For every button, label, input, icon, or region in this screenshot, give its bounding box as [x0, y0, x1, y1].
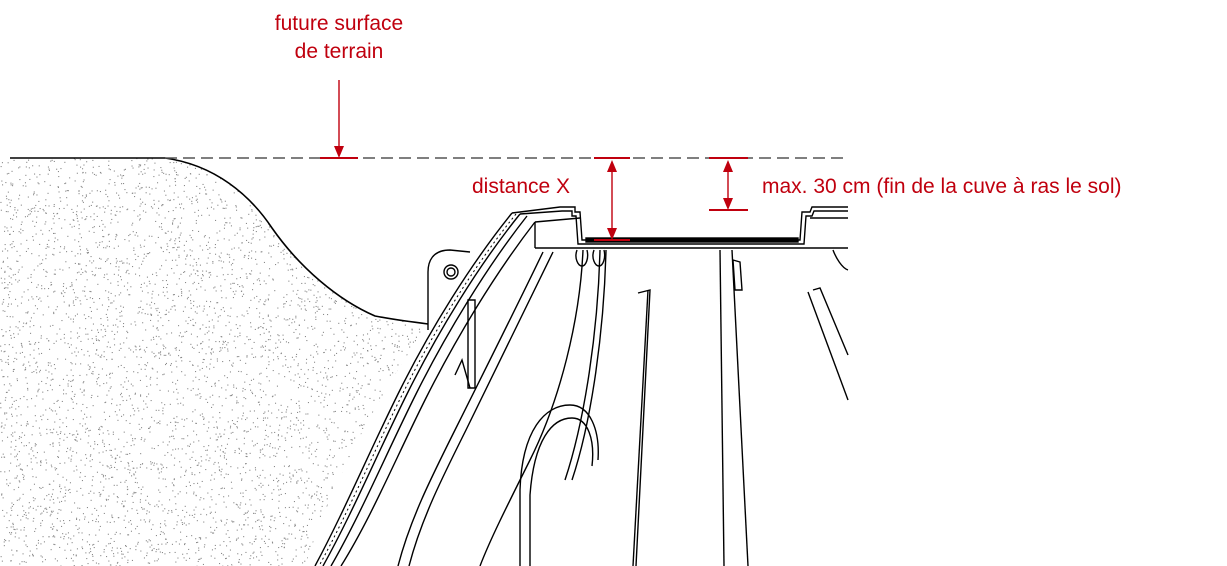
annotations — [320, 80, 748, 241]
tank-window — [519, 404, 599, 566]
lug-hole — [443, 264, 459, 280]
tank-drawing — [314, 206, 849, 566]
future-surface-label-line1: future surface — [274, 12, 404, 35]
soil-profile-line — [10, 157, 429, 325]
future-surface-label: future surface de terrain — [254, 10, 424, 66]
lifting-lug — [427, 249, 471, 330]
max-depth-label: max. 30 cm (fin de la cuve à ras le sol) — [762, 175, 1122, 198]
surface-arrow-head — [334, 146, 344, 158]
future-surface-label-line2: de terrain — [294, 40, 384, 63]
tank-outer-wall — [314, 212, 513, 566]
tank-cover-plate — [585, 237, 799, 243]
distance-x-label: distance X — [472, 175, 571, 198]
tank-rim — [511, 206, 848, 241]
